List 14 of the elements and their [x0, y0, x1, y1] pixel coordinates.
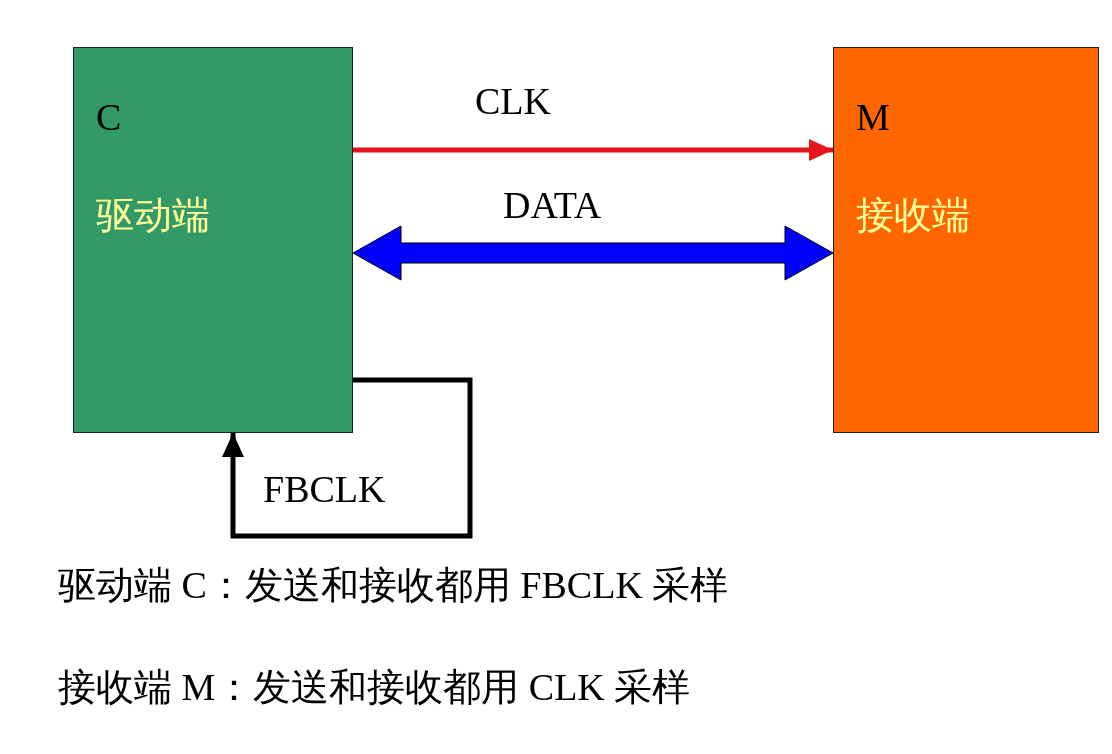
block-box — [73, 47, 353, 433]
edge-label: CLK — [475, 82, 551, 120]
arrow — [352, 225, 834, 281]
edge-label: DATA — [503, 186, 602, 224]
block-box — [833, 47, 1099, 433]
note-text: 驱动端 C：发送和接收都用 FBCLK 采样 — [58, 566, 729, 604]
box-letter: C — [96, 98, 122, 136]
box-title: 接收端 — [856, 196, 970, 234]
edge-label: FBCLK — [263, 470, 386, 508]
box-letter: M — [856, 98, 890, 136]
box-title: 驱动端 — [96, 196, 210, 234]
note-text: 接收端 M：发送和接收都用 CLK 采样 — [58, 668, 691, 706]
arrow — [222, 377, 473, 539]
arrow — [353, 139, 833, 161]
